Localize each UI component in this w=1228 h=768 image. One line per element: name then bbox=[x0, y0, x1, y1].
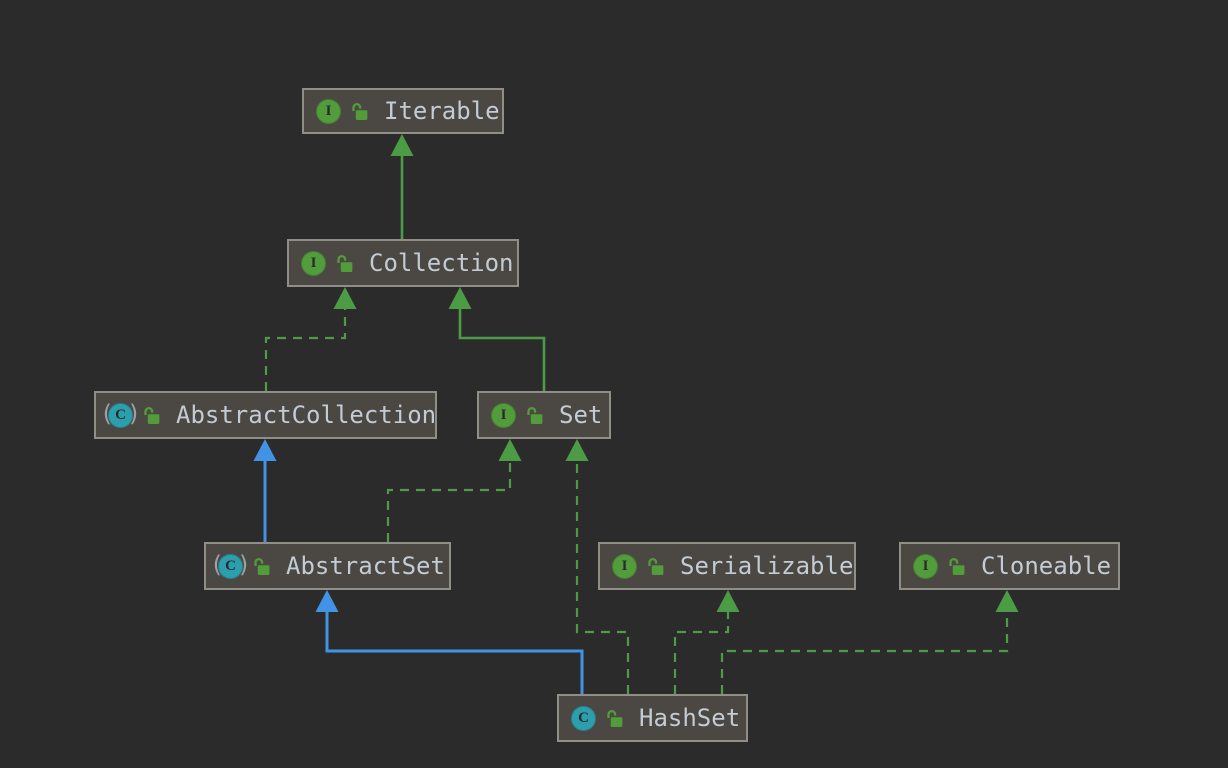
interface-icon: I bbox=[913, 553, 938, 579]
class-node-label: HashSet bbox=[639, 704, 741, 732]
interface-icon: I bbox=[612, 553, 637, 579]
edge-abstractcollection-implements-collection bbox=[264, 309, 347, 391]
public-unlocked-icon bbox=[949, 558, 965, 575]
arrowhead-icon bbox=[253, 439, 277, 461]
arrowhead-icon bbox=[995, 590, 1019, 612]
class-node-iterable[interactable]: I Iterable bbox=[302, 88, 504, 134]
class-icon: C bbox=[571, 705, 596, 731]
arrowhead-icon bbox=[390, 134, 414, 156]
edge-abstractset-implements-set bbox=[386, 461, 512, 542]
class-node-serializable[interactable]: I Serializable bbox=[598, 542, 856, 590]
abstract-class-icon: C() bbox=[100, 400, 141, 428]
edge-hashset-implements-cloneable bbox=[720, 612, 1009, 694]
class-node-label: Iterable bbox=[384, 97, 500, 125]
interface-icon: I bbox=[316, 98, 341, 124]
edge-hashset-extends-abstractset bbox=[325, 612, 584, 694]
arrowhead-icon bbox=[498, 439, 522, 461]
public-unlocked-icon bbox=[607, 710, 623, 727]
class-node-label: Cloneable bbox=[981, 552, 1112, 580]
class-node-collection[interactable]: I Collection bbox=[287, 239, 519, 287]
class-node-set[interactable]: I Set bbox=[477, 391, 611, 439]
arrowhead-icon bbox=[315, 590, 339, 612]
class-node-hashset[interactable]: C HashSet bbox=[557, 694, 748, 742]
arrowhead-icon bbox=[565, 439, 589, 461]
class-node-abstractset[interactable]: C() AbstractSet bbox=[204, 542, 451, 590]
class-node-cloneable[interactable]: I Cloneable bbox=[899, 542, 1120, 590]
public-unlocked-icon bbox=[144, 407, 160, 424]
abstract-class-icon: C() bbox=[210, 551, 251, 579]
arrowhead-icon bbox=[448, 287, 472, 309]
class-node-label: Collection bbox=[369, 249, 514, 277]
public-unlocked-icon bbox=[352, 103, 368, 120]
class-node-label: AbstractSet bbox=[286, 552, 445, 580]
edge-hashset-implements-set bbox=[575, 461, 630, 694]
edge-hashset-implements-serializable bbox=[673, 612, 730, 694]
arrowhead-icon bbox=[716, 590, 740, 612]
public-unlocked-icon bbox=[648, 558, 664, 575]
public-unlocked-icon bbox=[254, 558, 270, 575]
arrowhead-icon bbox=[333, 287, 357, 309]
edge-set-extends-collection bbox=[458, 309, 546, 391]
interface-icon: I bbox=[491, 402, 516, 428]
class-node-abstractcollection[interactable]: C() AbstractCollection bbox=[94, 391, 437, 439]
class-node-label: AbstractCollection bbox=[176, 401, 437, 429]
public-unlocked-icon bbox=[337, 255, 353, 272]
interface-icon: I bbox=[301, 250, 326, 276]
class-node-label: Serializable bbox=[680, 552, 854, 580]
class-node-label: Set bbox=[559, 401, 603, 429]
public-unlocked-icon bbox=[527, 407, 543, 424]
